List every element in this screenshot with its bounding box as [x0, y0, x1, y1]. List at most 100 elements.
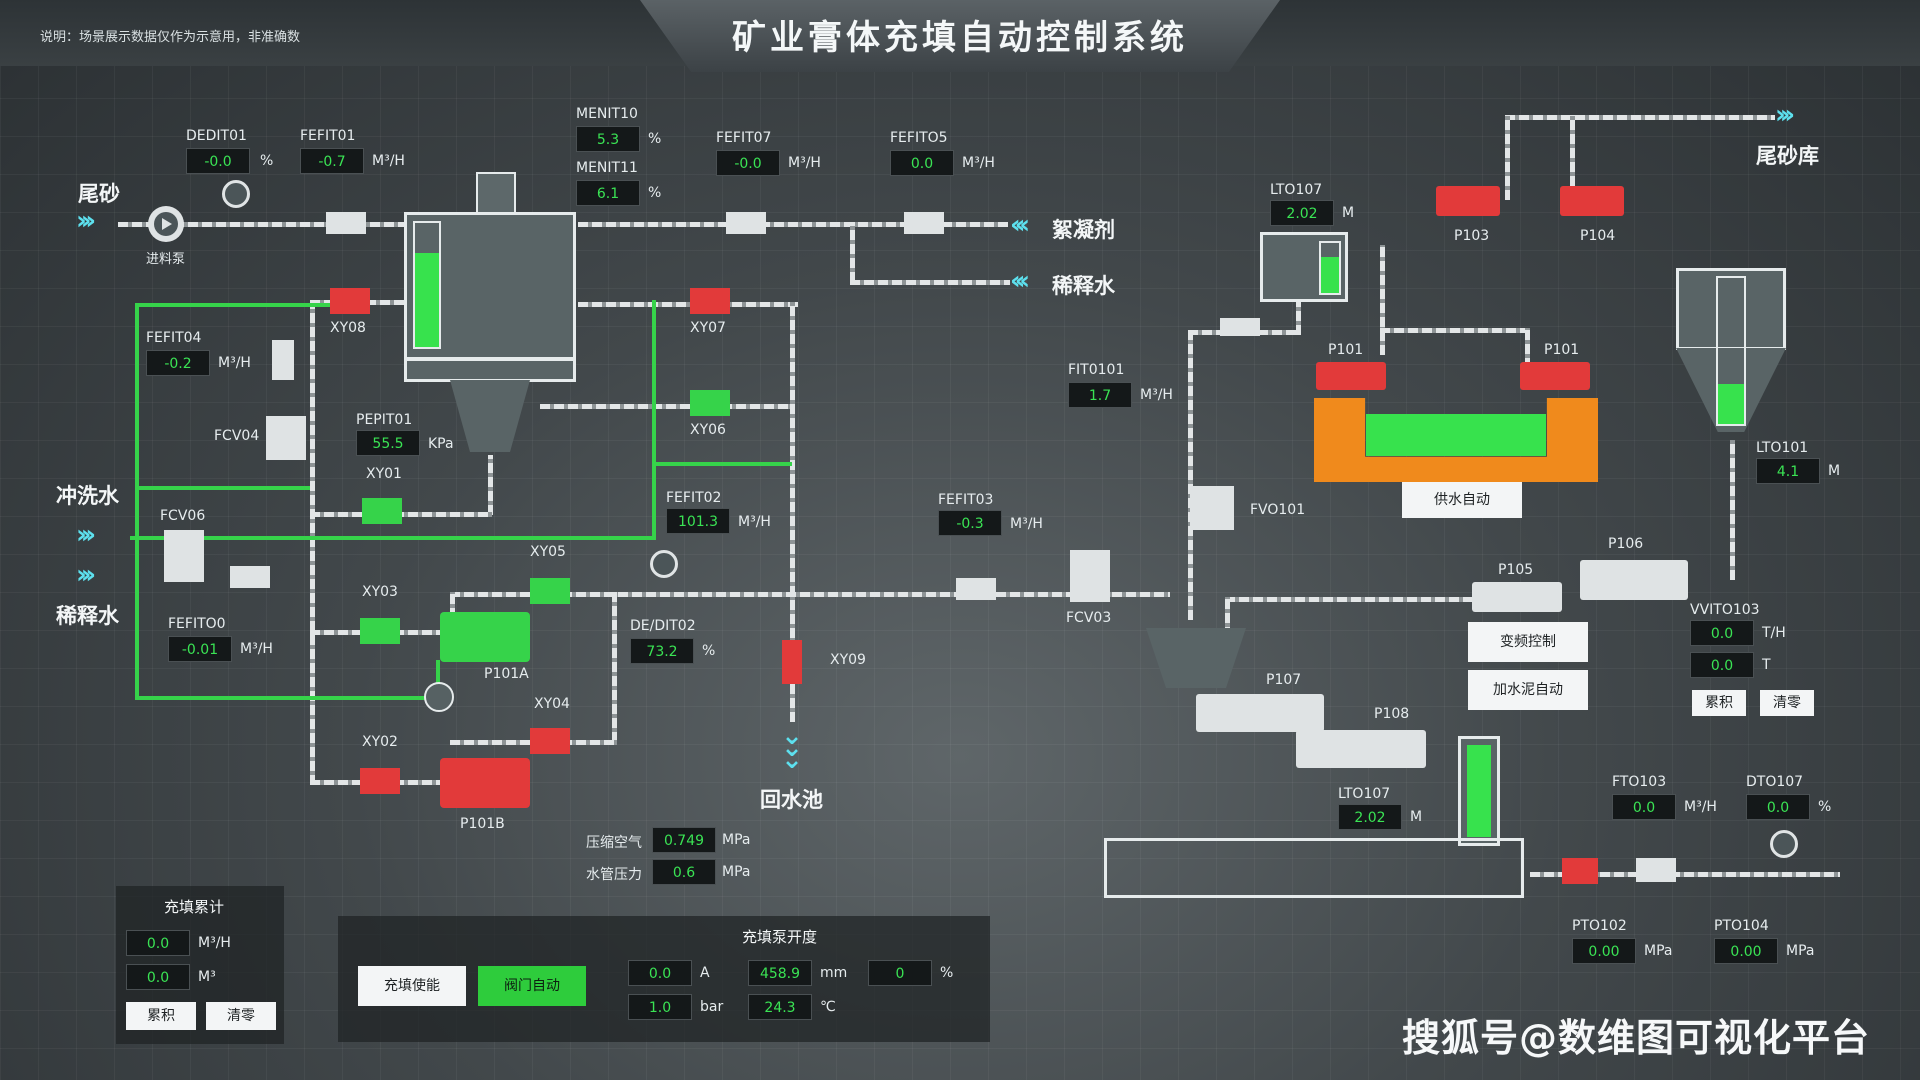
p108-screw-conveyor-icon[interactable] — [1296, 730, 1426, 768]
dilution-water-pipe — [850, 280, 1010, 285]
p101a-pump-icon[interactable] — [440, 612, 530, 662]
fit0101-unit: M³/H — [1140, 387, 1173, 403]
fcv04-valve-icon[interactable] — [266, 416, 306, 460]
pto102-value: 0.00 — [1572, 938, 1636, 964]
pepit01-value: 55.5 — [356, 430, 420, 456]
mixer-level-fill — [1467, 745, 1491, 837]
vvito103-value2: 0.0 — [1690, 652, 1754, 678]
pump-opening-value: 0 — [868, 960, 932, 986]
xy08-label: XY08 — [330, 320, 366, 336]
dilution-branch-pipe — [850, 222, 855, 282]
pump-header-pipe — [1380, 328, 1530, 333]
label-dilution-water-top: 稀释水 — [1052, 274, 1115, 298]
water-supply-auto-button[interactable]: 供水自动 — [1402, 482, 1522, 518]
label-dilution-water-left: 稀释水 — [56, 604, 119, 628]
accumulate-button-right[interactable]: 累积 — [1692, 690, 1746, 716]
water-pool-level-fill — [1366, 414, 1546, 456]
flush-line-v — [135, 303, 139, 698]
clear-button-right[interactable]: 清零 — [1760, 690, 1814, 716]
xy08-valve-icon[interactable] — [330, 288, 370, 314]
p107-screw-conveyor-icon[interactable] — [1196, 694, 1324, 732]
xy06-valve-icon[interactable] — [690, 390, 730, 416]
p107-label: P107 — [1266, 672, 1302, 688]
underflow-down-pipe — [488, 455, 493, 515]
fill-clear-button[interactable]: 清零 — [206, 1002, 276, 1030]
p101-left-pump-icon[interactable] — [1316, 362, 1386, 390]
xy01-valve-icon[interactable] — [362, 498, 402, 524]
xy07-valve-icon[interactable] — [690, 288, 730, 314]
discharge-valve-icon[interactable] — [1562, 858, 1598, 884]
air-pressure-label: 压缩空气 — [586, 835, 642, 851]
pump-current-value: 0.0 — [628, 960, 692, 986]
fill-accumulate-button[interactable]: 累积 — [126, 1002, 196, 1030]
fill-total-value: 0.0 — [126, 964, 190, 990]
p101-right-pump-icon[interactable] — [1520, 362, 1590, 390]
air-pressure-unit: MPa — [722, 832, 751, 848]
p105-down-pipe — [1225, 597, 1230, 637]
xy05-valve-icon[interactable] — [530, 578, 570, 604]
fill-total-rate-unit: M³/H — [198, 935, 231, 951]
water-pressure-value: 0.6 — [652, 859, 716, 885]
label-feed-pump: 进料泵 — [146, 252, 186, 267]
xy04-label: XY04 — [534, 696, 570, 712]
xy09-valve-icon[interactable] — [782, 640, 802, 684]
tailings-inlet-pipe — [118, 222, 410, 227]
dedit01-unit: % — [260, 153, 274, 169]
dilution-chevron-icon: ‹‹‹ — [1010, 266, 1030, 296]
lto107-bottom-tag: LTO107 — [1338, 786, 1391, 802]
pump-temp-unit: ℃ — [820, 999, 836, 1015]
vvito103-unit2: T — [1762, 657, 1771, 673]
p101b-label: P101B — [460, 816, 505, 832]
p106-screw-conveyor-icon[interactable] — [1580, 560, 1688, 600]
tank-outlet-valve-icon[interactable] — [1220, 318, 1260, 336]
pump-opening-panel: 充填泵开度 充填使能 阀门自动 0.0 A 1.0 bar 458.9 mm 2… — [338, 916, 990, 1042]
pump-pressure-value: 1.0 — [628, 994, 692, 1020]
dto107-value: 0.0 — [1746, 794, 1810, 820]
pump-stroke-value: 458.9 — [748, 960, 812, 986]
xy04-valve-icon[interactable] — [530, 728, 570, 754]
flocculant-pipe — [578, 222, 1008, 227]
water-pressure-label: 水管压力 — [586, 867, 642, 883]
fvo101-valve-icon[interactable] — [1190, 486, 1234, 530]
fcv04-label: FCV04 — [214, 428, 260, 444]
fto103-tag: FTO103 — [1612, 774, 1667, 790]
p105-label: P105 — [1498, 562, 1534, 578]
p106-label: P106 — [1608, 536, 1644, 552]
mixer-tank — [1458, 736, 1500, 846]
flush-line-bottom — [135, 696, 440, 700]
xy03-valve-icon[interactable] — [360, 618, 400, 644]
fill-enable-button[interactable]: 充填使能 — [358, 966, 466, 1006]
flush-line-node — [436, 660, 440, 700]
fefit04-value: -0.2 — [146, 350, 210, 376]
fcv06-valve-icon[interactable] — [164, 530, 204, 582]
feed-pump-icon[interactable] — [148, 206, 184, 242]
menit11-tag: MENIT11 — [576, 160, 638, 176]
discharge-pipe — [1530, 872, 1840, 877]
p104-pump-icon[interactable] — [1560, 186, 1624, 216]
fill-total-panel: 充填累计 0.0 M³/H 0.0 M³ 累积 清零 — [116, 886, 284, 1044]
fill-pump-machine-icon[interactable] — [1104, 838, 1524, 898]
p105-motor-icon[interactable] — [1472, 582, 1562, 612]
left-main-pipe — [310, 300, 315, 785]
fefit07-flowmeter-icon — [726, 212, 766, 234]
cement-water-auto-button[interactable]: 加水泥自动 — [1468, 670, 1588, 710]
valve-auto-button[interactable]: 阀门自动 — [478, 966, 586, 1006]
pto102-unit: MPa — [1644, 943, 1673, 959]
water-supply-pipe — [1188, 330, 1193, 620]
thickener-level-gauge — [413, 221, 441, 349]
water-tank-level-fill — [1321, 257, 1339, 293]
p103-pump-icon[interactable] — [1436, 186, 1500, 216]
title-plate — [640, 0, 1280, 72]
vfd-control-button[interactable]: 变频控制 — [1468, 622, 1588, 662]
water-tank — [1260, 232, 1348, 302]
fill-total-rate-value: 0.0 — [126, 930, 190, 956]
p101b-pump-icon[interactable] — [440, 758, 530, 808]
dedit01-value: -0.0 — [186, 148, 250, 174]
xy02-valve-icon[interactable] — [360, 768, 400, 794]
lto107-top-unit: M — [1342, 205, 1355, 221]
flush-line-mid — [135, 486, 310, 490]
return-pipe — [790, 302, 795, 722]
pump-opening-title: 充填泵开度 — [742, 928, 818, 946]
fcv03-valve-icon[interactable] — [1070, 550, 1110, 602]
fefit02-tag: FEFIT02 — [666, 490, 722, 506]
